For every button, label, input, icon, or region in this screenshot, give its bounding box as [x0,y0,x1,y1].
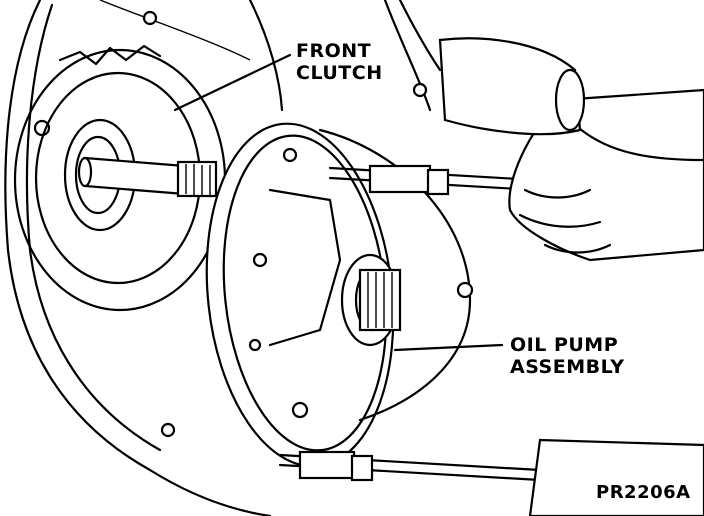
lower-puller-bolt [278,438,704,516]
front-clutch-leader-line [173,53,292,112]
figure-id: PR2206A [596,482,691,503]
pilot-shaft [77,156,218,198]
oil-pump-assembly [205,122,474,468]
oil-pump-label-line1: OIL PUMP [510,334,619,356]
front-clutch-label: FRONT CLUTCH [296,40,383,84]
front-clutch-label-line2: CLUTCH [296,62,383,84]
upper-puller-bolt [328,164,572,196]
transmission-housing [4,0,442,516]
front-clutch-label-line1: FRONT [296,40,372,62]
oil-pump-leader-line [393,343,504,352]
oil-pump-label: OIL PUMP ASSEMBLY [510,334,625,378]
oil-pump-label-line2: ASSEMBLY [510,356,625,378]
technician-hand [438,37,704,262]
